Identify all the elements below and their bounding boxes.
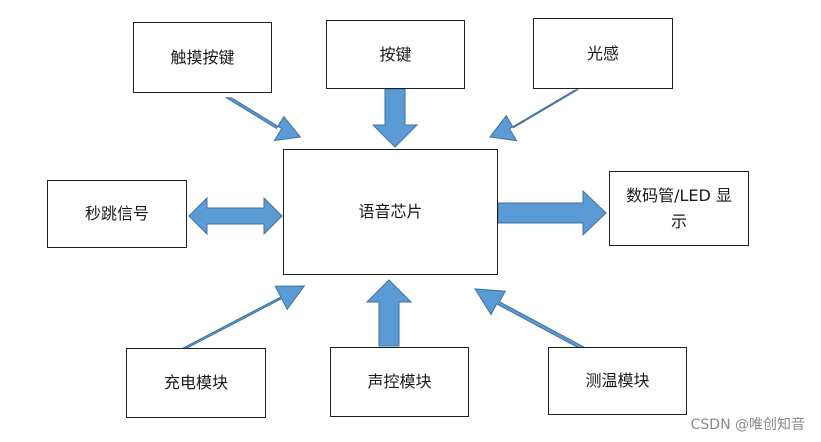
second-signal-label: 秒跳信号 (84, 204, 149, 224)
arrow-chip-to-display (497, 189, 607, 237)
sound-control-module-label: 声控模块 (367, 372, 432, 392)
temperature-module-label: 测温模块 (585, 371, 650, 391)
arrow-second-chip-bidirectional (188, 196, 283, 236)
sound-control-module-box: 声控模块 (330, 347, 469, 417)
display-label: 数码管/LED 显示 (626, 185, 732, 231)
light-sensor-label: 光感 (586, 43, 619, 63)
light-sensor-box: 光感 (533, 18, 673, 89)
arrow-light-to-chip (489, 88, 579, 142)
charge-module-box: 充电模块 (126, 348, 266, 418)
touch-key-label: 触摸按键 (170, 47, 235, 67)
key-box: 按键 (326, 20, 465, 89)
arrow-temp-to-chip (474, 288, 586, 351)
arrow-charge-to-chip (178, 285, 306, 353)
display-box: 数码管/LED 显示 (609, 171, 749, 246)
temperature-module-box: 测温模块 (548, 347, 687, 415)
touch-key-box: 触摸按键 (133, 22, 272, 93)
second-signal-box: 秒跳信号 (47, 180, 187, 248)
arrow-key-to-chip (371, 88, 419, 148)
charge-module-label: 充电模块 (163, 373, 228, 393)
watermark: CSDN @唯创知音 (690, 417, 805, 433)
key-label: 按键 (379, 44, 412, 64)
arrow-touch-to-chip (224, 97, 302, 142)
arrow-sound-to-chip (365, 279, 413, 347)
voice-chip-box: 语音芯片 (283, 149, 498, 275)
voice-chip-label: 语音芯片 (358, 202, 423, 222)
